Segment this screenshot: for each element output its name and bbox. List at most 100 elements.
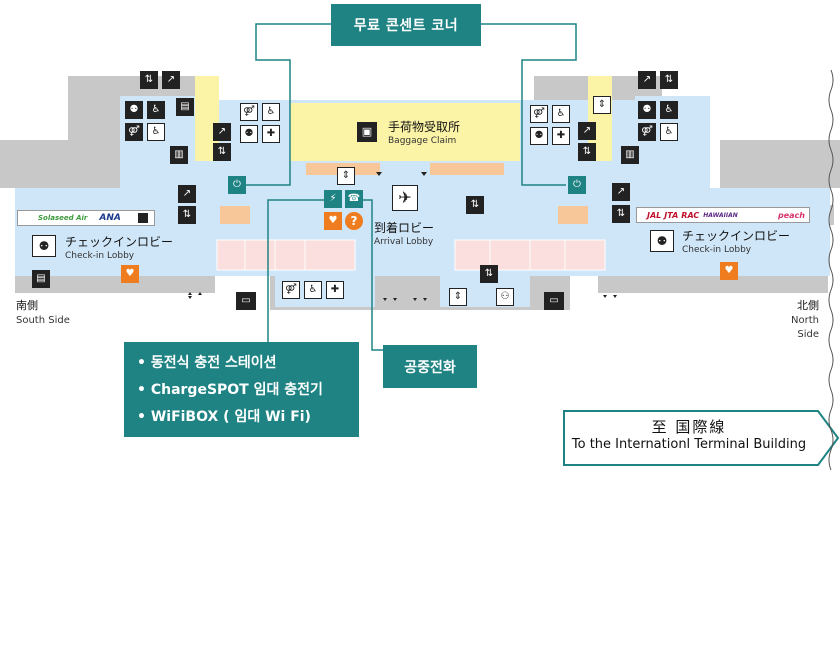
- escalator-icon: ↗: [638, 71, 656, 89]
- checkin-north-ja: チェックインロビー: [682, 229, 791, 243]
- hawaiian-logo: HAWAIIAN: [703, 211, 738, 219]
- checkin-north-en: Check-in Lobby: [682, 245, 752, 255]
- first-aid-icon: ✚: [326, 281, 344, 299]
- restroom-icon: ⚤: [125, 123, 143, 141]
- north-side-label: 北側 North Side: [767, 299, 819, 342]
- elevator-icon: ⇕: [337, 167, 355, 185]
- checkin-south-ja: チェックインロビー: [65, 235, 174, 249]
- wheelchair-icon: ♿: [660, 123, 678, 141]
- aed-icon: ♥: [324, 212, 342, 230]
- wheelchair-icon: ♿: [262, 103, 280, 121]
- service-icon: [138, 213, 148, 223]
- first-aid-icon: ✚: [552, 127, 570, 145]
- wifibox-item: WiFiBOX ( 임대 Wi Fi): [137, 404, 359, 431]
- aed-icon: ♥: [720, 262, 738, 280]
- family-restroom-icon: ⚉: [638, 101, 656, 119]
- free-outlet-corner-callout: 무료 콘센트 코너: [331, 4, 481, 46]
- international-arrow: [563, 410, 840, 466]
- free-outlet-corner-text: 무료 콘센트 코너: [353, 18, 459, 34]
- counter-north: [558, 206, 588, 224]
- stairs-icon: ⇅: [480, 265, 498, 283]
- jta-logo: JTA: [664, 210, 679, 220]
- ana-logo: ANA: [99, 213, 121, 223]
- stairs-icon: ⇅: [660, 71, 678, 89]
- map-edge-wave: [828, 69, 834, 471]
- nursing-room-icon: ♿: [147, 101, 165, 119]
- solaseed-logo: Solaseed Air: [38, 214, 88, 222]
- aed-icon: ♥: [121, 265, 139, 283]
- escalator-icon: ↗: [612, 183, 630, 201]
- restroom-icon: ⚤: [282, 281, 300, 299]
- stairs-icon: ⇅: [466, 196, 484, 214]
- baggage-claim-ja: 手荷物受取所: [388, 120, 461, 134]
- smoking-area-icon: ▥: [621, 146, 639, 164]
- information-icon: ?: [345, 212, 363, 230]
- phone-icon: ☎: [345, 190, 363, 208]
- elevator-icon: ⇕: [449, 288, 467, 306]
- north-ja: 北側: [797, 299, 819, 312]
- power-outlet-icon: ⏻: [228, 176, 246, 194]
- escalator-icon: ↗: [162, 71, 180, 89]
- power-outlet-icon: ⏻: [568, 176, 586, 194]
- stairs-icon: ⇅: [578, 143, 596, 161]
- leader-lines: [246, 23, 577, 351]
- arrival-gate-icon: ✈: [392, 185, 418, 211]
- escalator-icon: ↗: [213, 123, 231, 141]
- baggage-icon: ▣: [357, 122, 377, 142]
- restroom-icon: ⚤: [240, 103, 258, 121]
- checkin-lobby-south-label: チェックインロビー Check-in Lobby: [65, 235, 173, 263]
- arrival-lobby-en: Arrival Lobby: [374, 237, 434, 247]
- coin-charging-station-item: 동전식 충전 스테이션: [137, 350, 359, 377]
- south-ja: 南側: [16, 299, 38, 312]
- baggage-claim-en: Baggage Claim: [388, 136, 457, 146]
- jal-logo: JAL: [647, 210, 662, 220]
- south-en: South Side: [16, 315, 70, 326]
- checkin-south-en: Check-in Lobby: [65, 251, 135, 261]
- stairs-icon: ⇅: [178, 206, 196, 224]
- belt-right: [430, 163, 504, 175]
- rac-logo: RAC: [681, 210, 700, 220]
- north-en: North Side: [791, 315, 819, 340]
- charging-icon: ⚡: [324, 190, 342, 208]
- arrival-lobby-label: 到着ロビー Arrival Lobby: [374, 221, 434, 249]
- checkin-lobby-north-label: チェックインロビー Check-in Lobby: [682, 229, 790, 257]
- south-side-label: 南側 South Side: [16, 299, 70, 328]
- exit-markers: [188, 172, 617, 301]
- locker-icon: ▤: [32, 270, 50, 288]
- first-aid-icon: ✚: [262, 125, 280, 143]
- restroom-icon: ⚤: [530, 105, 548, 123]
- stairs-icon: ⇅: [213, 143, 231, 161]
- wheelchair-icon: ♿: [304, 281, 322, 299]
- international-ja: 至 国際線: [651, 418, 727, 436]
- family-restroom-icon: ⚉: [650, 230, 674, 252]
- stairs-icon: ⇅: [140, 71, 158, 89]
- public-phone-text: 공중전화: [404, 359, 456, 376]
- international-terminal-label[interactable]: 至 国際線 To the Internationl Terminal Build…: [563, 418, 815, 454]
- wheelchair-icon: ♿: [552, 105, 570, 123]
- restroom-icon: ⚤: [638, 123, 656, 141]
- baggage-claim-label: 手荷物受取所 Baggage Claim: [388, 120, 460, 148]
- wheelchair-icon: ♿: [147, 123, 165, 141]
- stairs-icon: ⇅: [612, 205, 630, 223]
- family-restroom-icon: ⚉: [530, 127, 548, 145]
- smoking-area-icon: ▭: [544, 292, 564, 310]
- family-restroom-icon: ⚉: [32, 235, 56, 257]
- airline-bar-north: JAL JTA RAC HAWAIIAN peach: [636, 207, 810, 223]
- family-restroom-icon: ⚉: [240, 125, 258, 143]
- baggage-claim-area: [290, 103, 520, 161]
- meeting-point-icon: ⚇: [496, 288, 514, 306]
- nursing-room-icon: ♿: [660, 101, 678, 119]
- smoking-area-icon: ▭: [236, 292, 256, 310]
- elevator-icon: ⇕: [593, 96, 611, 114]
- airline-bar-south: Solaseed Air ANA: [17, 210, 155, 226]
- public-phone-callout: 공중전화: [383, 345, 477, 388]
- escalator-icon: ↗: [178, 185, 196, 203]
- escalator-icon: ↗: [578, 122, 596, 140]
- counter-south: [220, 206, 250, 224]
- family-restroom-icon: ⚉: [125, 101, 143, 119]
- arrival-lobby-ja: 到着ロビー: [374, 221, 435, 235]
- peach-logo: peach: [778, 210, 805, 220]
- smoking-area-icon: ▥: [170, 146, 188, 164]
- locker-icon: ▤: [176, 98, 194, 116]
